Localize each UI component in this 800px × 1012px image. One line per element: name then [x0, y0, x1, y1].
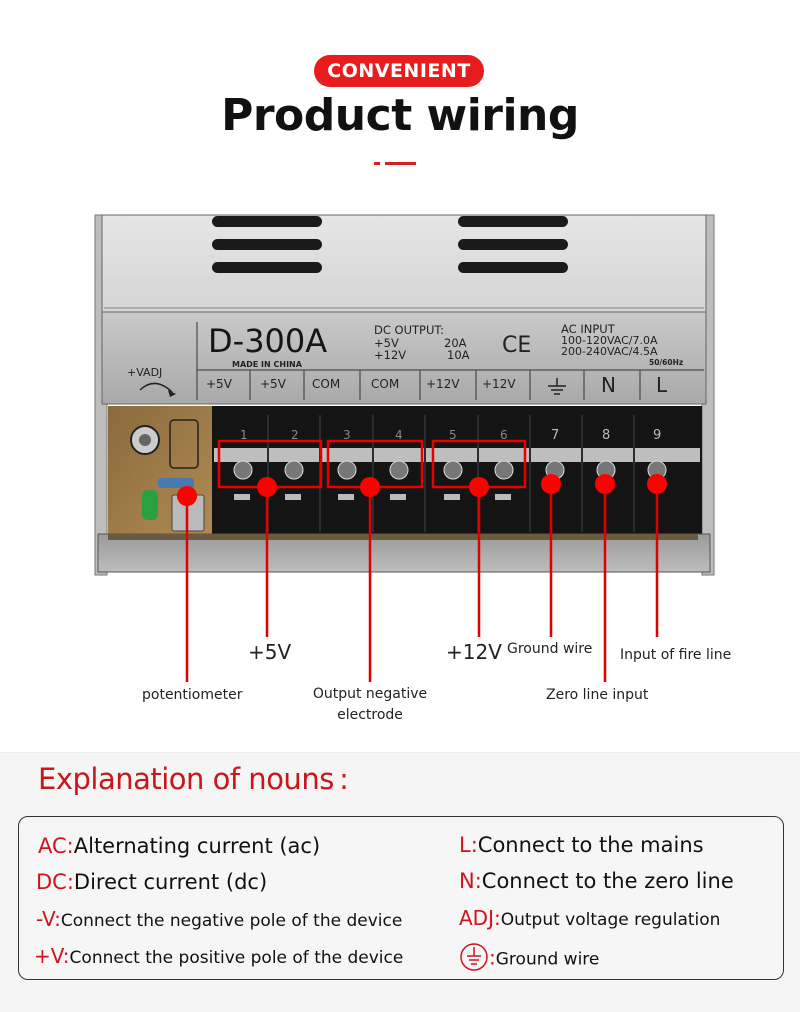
term-neg-v-key: -V: — [36, 907, 61, 931]
dot-potentiometer — [177, 486, 197, 506]
terminal-label-4: COM — [371, 377, 400, 391]
made-in-label: MADE IN CHINA — [232, 360, 302, 369]
panel-ground-symbol — [548, 378, 566, 395]
dc-output-heading: DC OUTPUT: — [374, 323, 445, 337]
terminal-clips — [234, 494, 511, 500]
title-underline — [385, 162, 416, 165]
term-l-text: Connect to the mains — [477, 833, 704, 857]
terminal-label-5: +12V — [426, 377, 460, 391]
term-dc-text: Direct current (dc) — [73, 870, 268, 894]
terminal-number-3: 3 — [343, 428, 351, 442]
terminal-number-1: 1 — [240, 428, 248, 442]
term-adj-text: Output voltage regulation — [500, 910, 721, 930]
ac-input-row-2: 200-240VAC/4.5A — [561, 345, 658, 358]
label-panel — [101, 311, 707, 405]
term-l-key: L: — [459, 833, 478, 857]
term-pos-v-text: Connect the positive pole of the device — [69, 948, 404, 968]
terminal-number-2: 2 — [291, 428, 299, 442]
term-neg-v-text: Connect the negative pole of the device — [60, 911, 403, 931]
dc-output-voltage-2: +12V — [374, 348, 407, 362]
terminal-label-9: L — [656, 373, 668, 397]
dot-com — [360, 477, 380, 497]
term-ac: AC:Alternating current (ac) — [38, 834, 320, 858]
callout-lines — [185, 484, 659, 682]
term-neg-v: -V:Connect the negative pole of the devi… — [36, 907, 402, 931]
term-pos-v: +V:Connect the positive pole of the devi… — [34, 944, 403, 968]
term-ground: :Ground wire — [459, 942, 599, 977]
term-n: N:Connect to the zero line — [459, 869, 734, 893]
term-ground-sep: : — [489, 945, 496, 970]
ac-input-row-1: 100-120VAC/7.0A — [561, 334, 658, 347]
dc-output-current-2: 10A — [447, 348, 470, 362]
callout-ground-wire: Ground wire — [507, 641, 593, 657]
term-ac-key: AC: — [38, 834, 74, 858]
green-led — [142, 490, 158, 520]
ac-input-heading: AC INPUT — [561, 322, 615, 336]
term-adj-key: ADJ: — [459, 906, 501, 930]
terminal-number-4: 4 — [395, 428, 403, 442]
page-title: Product wiring — [221, 90, 579, 141]
dot-line — [647, 474, 667, 494]
explanation-title: Explanation of nouns : — [38, 762, 349, 796]
dc-output-voltage-1: +5V — [374, 336, 399, 350]
vadj-label: +VADJ — [127, 366, 163, 379]
ce-mark: CE — [502, 333, 532, 358]
term-pos-v-key: +V: — [34, 944, 70, 968]
terminal-label-1: +5V — [206, 377, 232, 391]
vent-slots — [212, 216, 568, 273]
terminal-cover — [214, 448, 700, 462]
model-name: D-300A — [208, 322, 328, 360]
terminal-number-5: 5 — [449, 428, 457, 442]
dot-neutral — [595, 474, 615, 494]
terminal-screws — [233, 460, 667, 480]
callout-12v: +12V — [446, 640, 502, 664]
ground-icon — [459, 942, 489, 977]
terminal-number-9: 9 — [653, 428, 662, 443]
term-ac-text: Alternating current (ac) — [73, 834, 321, 858]
callout-zero-line: Zero line input — [546, 687, 649, 703]
explanation-box — [18, 816, 784, 980]
frequency-label: 50/60Hz — [649, 358, 684, 367]
term-adj: ADJ:Output voltage regulation — [459, 906, 720, 930]
terminal-label-3: COM — [312, 377, 341, 391]
term-ground-text: Ground wire — [495, 949, 600, 970]
dc-output-current-1: 20A — [444, 336, 467, 350]
convenient-badge: CONVENIENT — [314, 55, 484, 87]
callout-fire-line: Input of fire line — [620, 647, 732, 663]
dot-12v — [469, 477, 489, 497]
term-n-key: N: — [459, 869, 482, 893]
case-bottom — [97, 533, 711, 573]
terminal-number-6: 6 — [500, 428, 508, 442]
vadj-arrow — [139, 382, 173, 393]
callout-potentiometer: potentiometer — [142, 687, 243, 703]
term-dc: DC:Direct current (dc) — [36, 870, 267, 894]
term-dc-key: DC: — [36, 870, 74, 894]
case-top-cover — [101, 214, 707, 316]
callout-output-negative-line1: Output negative — [312, 686, 428, 702]
dot-5v — [257, 477, 277, 497]
terminal-label-8: N — [601, 373, 616, 397]
resistor — [158, 478, 194, 488]
terminal-label-6: +12V — [482, 377, 516, 391]
callout-dots — [177, 474, 667, 506]
terminal-number-8: 8 — [602, 428, 611, 443]
dot-ground — [541, 474, 561, 494]
term-n-text: Connect to the zero line — [481, 869, 734, 893]
callout-output-negative-line2: electrode — [337, 707, 403, 723]
callout-output-negative: Output negative electrode — [300, 684, 440, 726]
terminal-label-2: +5V — [260, 377, 286, 391]
callout-5v: +5V — [248, 640, 292, 664]
terminal-number-7: 7 — [551, 428, 560, 443]
title-underline-dot — [374, 162, 380, 165]
capacitor — [169, 419, 199, 469]
term-l: L:Connect to the mains — [459, 833, 704, 857]
